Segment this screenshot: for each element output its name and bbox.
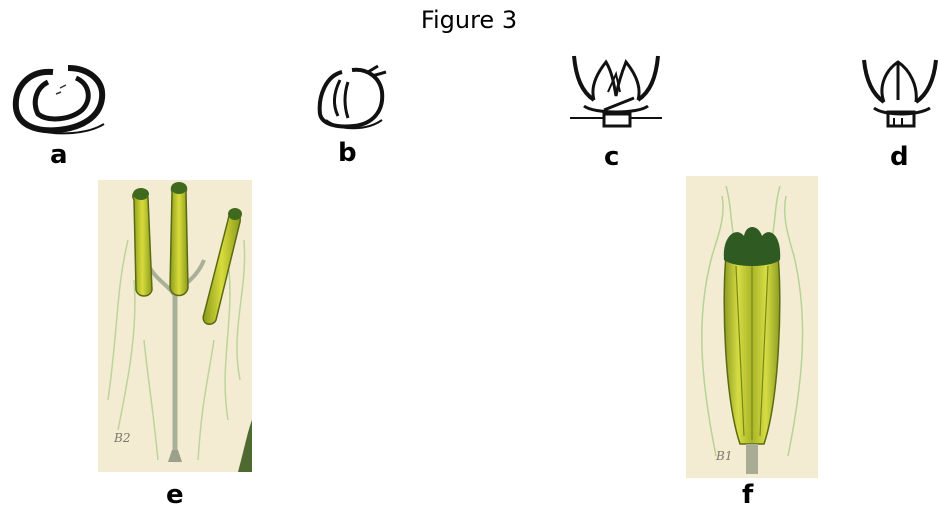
panel-f-illustration: B1 <box>686 176 818 478</box>
panel-f-inscription: B1 <box>715 449 732 463</box>
panel-e-illustration: B2 <box>98 180 252 472</box>
panel-e-inscription: B2 <box>113 431 130 445</box>
panel-d-drawing <box>858 50 938 132</box>
figure-title: Figure 3 <box>0 6 938 34</box>
panel-c-drawing <box>564 48 668 132</box>
panel-b-label: b <box>338 138 357 168</box>
panel-a-label: a <box>50 140 68 170</box>
panel-c-label: c <box>604 142 619 172</box>
panel-b-drawing <box>312 62 390 134</box>
panel-d-label: d <box>890 142 909 172</box>
panel-a-drawing <box>8 60 108 140</box>
